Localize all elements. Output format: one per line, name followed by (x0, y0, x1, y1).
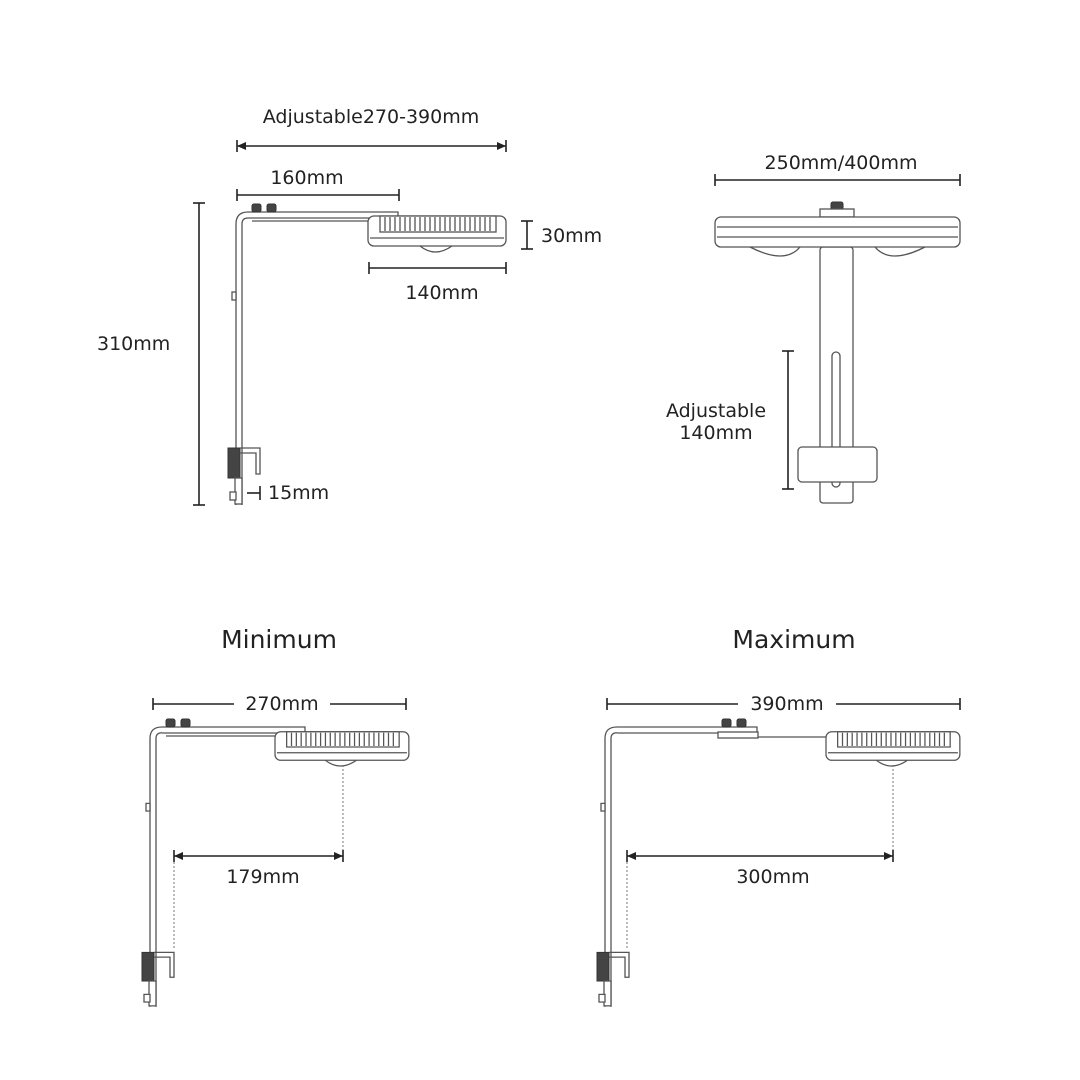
minimum-reach-label: 179mm (226, 866, 299, 888)
dimension-total-height: 310mm (97, 202, 205, 506)
minimum-view: Minimum 270mm 179mm (141, 625, 410, 1008)
maximum-reach-label: 300mm (736, 866, 809, 888)
maximum-title: Maximum (732, 625, 855, 654)
dimension-minimum-width: 270mm (152, 693, 407, 715)
lamp-maximum-drawing (596, 718, 961, 1008)
maximum-view: Maximum 390mm 300mm (596, 625, 961, 1008)
dimension-width-adjustable: Adjustable270-390mm (236, 106, 507, 152)
front-view: 250mm/400mm Adjustable 140mm (666, 152, 961, 504)
side-view: Adjustable270-390mm 160mm 30mm 140mm 310… (97, 106, 602, 506)
dimension-minimum-reach: 179mm (173, 850, 344, 888)
dimension-head-height: 30mm (521, 220, 602, 250)
head-height-label: 30mm (541, 225, 602, 247)
dimension-arm-length: 160mm (236, 167, 400, 201)
width-adjustable-label: Adjustable270-390mm (263, 106, 479, 128)
lamp-front-drawing (714, 201, 961, 504)
clamp-gap-label: 15mm (268, 482, 329, 504)
dimension-adjustable-height: Adjustable 140mm (666, 350, 794, 490)
dimension-front-width: 250mm/400mm (714, 152, 961, 186)
lamp-minimum-drawing (141, 718, 410, 1008)
lamp-side-drawing (227, 203, 507, 506)
front-width-label: 250mm/400mm (765, 152, 918, 174)
adjustable-value: 140mm (679, 422, 752, 444)
dimension-clamp-gap: 15mm (247, 482, 329, 504)
maximum-width-label: 390mm (750, 693, 823, 715)
dimension-maximum-reach: 300mm (626, 850, 894, 888)
head-length-label: 140mm (405, 282, 478, 304)
total-height-label: 310mm (97, 333, 170, 355)
adjustable-label: Adjustable (666, 400, 766, 422)
dimension-head-length: 140mm (368, 262, 507, 304)
dimension-maximum-width: 390mm (606, 693, 961, 715)
minimum-width-label: 270mm (245, 693, 318, 715)
minimum-title: Minimum (221, 625, 337, 654)
arm-length-label: 160mm (270, 167, 343, 189)
